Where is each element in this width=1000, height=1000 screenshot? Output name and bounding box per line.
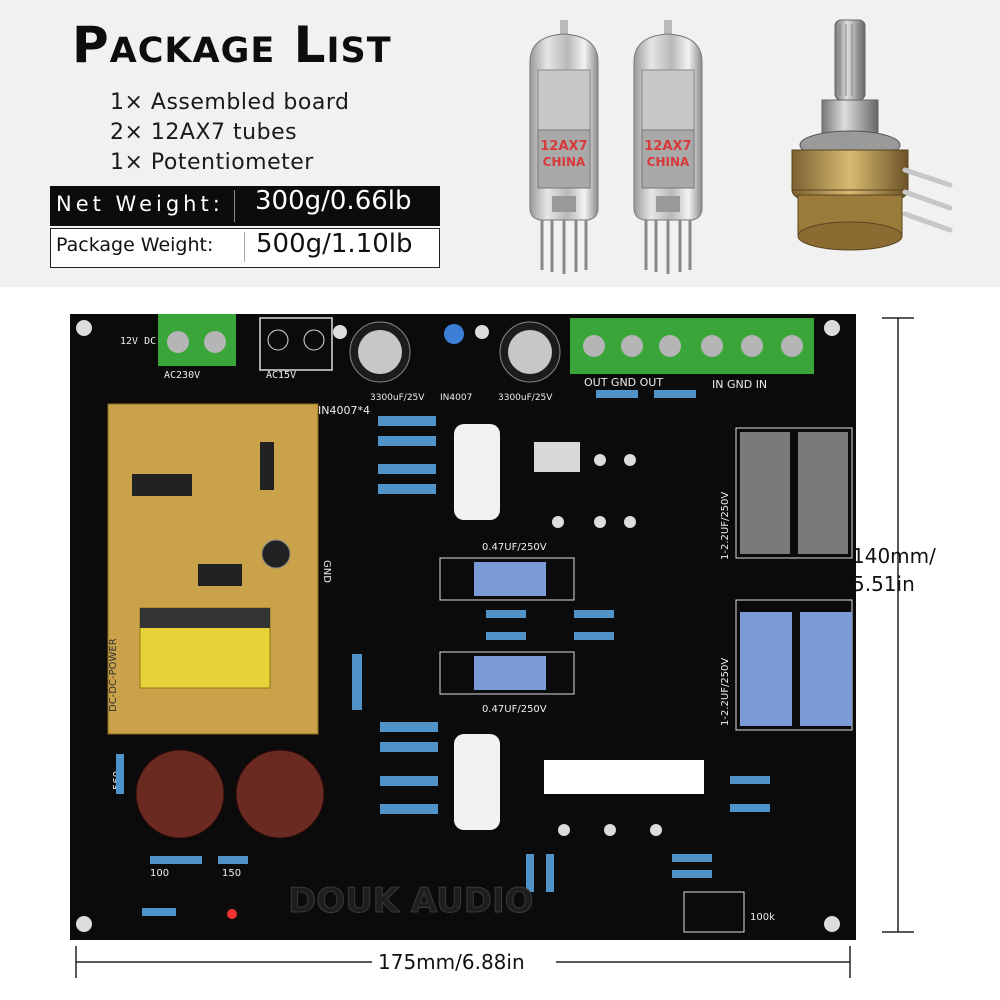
product-photos: 12AX7 CHINA 12AX7 CHINA	[529, 19, 953, 274]
tube-2-label-model: 12AX7	[644, 139, 691, 154]
power-led	[227, 909, 237, 919]
height-dimension-metric: 140mm/	[852, 544, 936, 568]
silk-ac15: AC15V	[266, 370, 296, 381]
package-item-tubes: 2× 12AX7 tubes	[110, 120, 298, 145]
silk-cap-22-top: 1-2.2UF/250V	[720, 492, 731, 560]
filter-capacitors-bottom	[135, 749, 325, 839]
net-weight-value: 300g/0.66lb	[255, 186, 412, 216]
tube-socket-bottom	[454, 734, 704, 830]
width-dimension: 175mm/6.88in	[378, 950, 525, 974]
silk-cap-047-bottom: 0.47UF/250V	[482, 704, 547, 715]
net-weight-box	[50, 186, 440, 226]
silk-cap-right: 3300uF/25V	[498, 393, 553, 403]
silk-cap-047-top: 0.47UF/250V	[482, 542, 547, 553]
tube-socket-top	[454, 424, 580, 520]
board-holes	[552, 454, 662, 836]
silk-out-gnd-out: OUT GND OUT	[584, 376, 663, 389]
film-capacitors-047	[439, 557, 575, 695]
package-weight-label: Package Weight:	[56, 234, 214, 256]
mounting-holes	[76, 320, 840, 932]
silk-r150: 150	[222, 868, 241, 879]
ac15-terminal	[259, 317, 333, 371]
page-title: Package List	[72, 16, 392, 74]
tube-1-label-origin: CHINA	[543, 155, 586, 169]
pcb-board: AC230V AC15V 12V DC 3300uF/25V 3300uF/25…	[70, 314, 856, 940]
silk-r100k: 100k	[750, 912, 775, 923]
package-weight-value: 500g/1.10lb	[256, 229, 413, 259]
tube-1-label-model: 12AX7	[540, 139, 587, 154]
silk-cap-left: 3300uF/25V	[370, 393, 425, 403]
resistor-array	[116, 390, 770, 916]
package-item-potentiometer: 1× Potentiometer	[110, 150, 314, 175]
silk-r100: 100	[150, 868, 169, 879]
silk-diode-left: IN4007*4	[318, 404, 370, 417]
silk-module: DC-DC-POWER	[108, 638, 119, 712]
power-terminal-block	[158, 314, 236, 366]
silk-diode-mid: IN4007	[440, 393, 472, 403]
silk-in-gnd-in: IN GND IN	[712, 378, 767, 391]
audio-terminal-block	[570, 318, 814, 374]
silk-cap-22-bottom: 1-2.2UF/250V	[720, 658, 731, 726]
silk-12v-dc: 12V DC	[120, 336, 156, 347]
jumper-block	[683, 891, 745, 933]
tube-2-label-origin: CHINA	[647, 155, 690, 169]
filter-capacitors-top	[349, 321, 561, 383]
silk-ac230: AC230V	[164, 370, 200, 381]
vacuum-tube-1: 12AX7 CHINA	[529, 20, 599, 274]
package-item-board: 1× Assembled board	[110, 90, 350, 115]
net-weight-divider	[234, 190, 235, 222]
film-capacitors-22	[735, 427, 853, 731]
dc-dc-power-module	[107, 403, 319, 735]
package-weight-divider	[244, 232, 245, 262]
net-weight-label: Net Weight:	[56, 192, 224, 216]
package-weight-box	[50, 228, 440, 268]
silk-gnd: GND	[321, 560, 332, 583]
brand-watermark: DOUK AUDIO	[288, 881, 534, 921]
height-dimension-imperial: 5.51in	[852, 572, 915, 596]
potentiometer	[791, 19, 953, 251]
vacuum-tube-2: 12AX7 CHINA	[633, 20, 703, 274]
